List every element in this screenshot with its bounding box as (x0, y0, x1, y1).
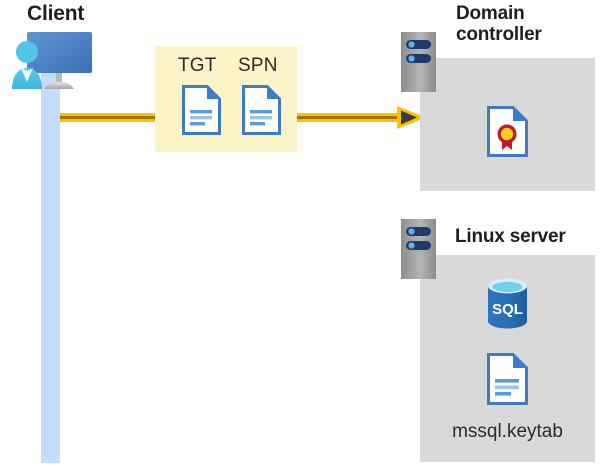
token-label-spn: SPN (238, 55, 278, 76)
document-icon (241, 84, 282, 141)
sql-icon-label: SQL (492, 301, 523, 318)
server-icon (401, 219, 436, 279)
server-icon (401, 32, 436, 92)
domain-controller-title: Domain controller (456, 3, 542, 46)
client-lifeline (41, 72, 60, 463)
certificate-document-icon (486, 105, 529, 163)
client-title: Client (27, 2, 85, 25)
linux-server-title: Linux server (455, 226, 566, 247)
token-label-tgt: TGT (178, 55, 217, 76)
user-workstation-icon (6, 26, 100, 98)
sql-database-icon: SQL (484, 277, 531, 330)
keytab-filename-label: mssql.keytab (452, 421, 563, 442)
document-icon (181, 84, 222, 141)
keytab-document-icon (486, 352, 529, 411)
